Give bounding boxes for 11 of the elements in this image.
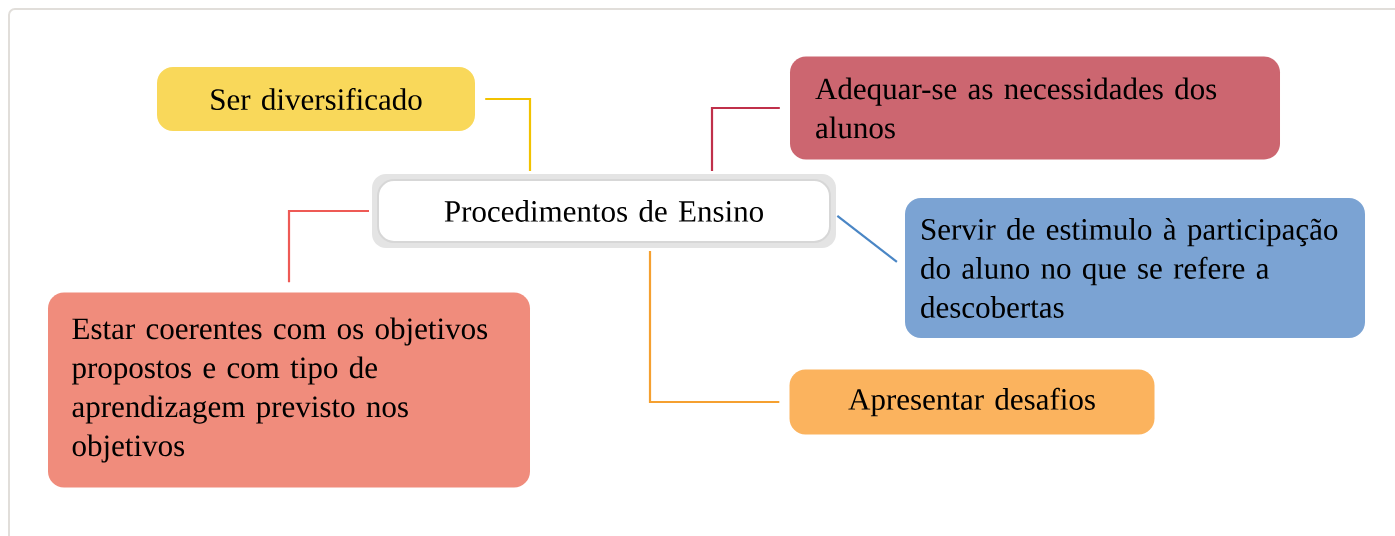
connector-line <box>710 106 780 171</box>
connector-line <box>485 97 532 171</box>
connector-line <box>836 215 898 263</box>
connector-line <box>648 251 780 404</box>
connector-line <box>287 209 369 283</box>
topic-box: Ser diversificado <box>157 67 475 131</box>
topic-box: Estar coerentes com os objetivos propostos e com tipo de aprendizagem previsto nos objetivos <box>48 292 530 488</box>
topic-box: Servir de estimulo à participação do aluno no que se refere a descobertas <box>905 198 1365 338</box>
title-box: Procedimentos de Ensino <box>377 179 831 243</box>
topic-box: Adequar-se as necessidades dos alunos <box>790 56 1280 160</box>
topic-box: Apresentar desafios <box>789 369 1155 435</box>
